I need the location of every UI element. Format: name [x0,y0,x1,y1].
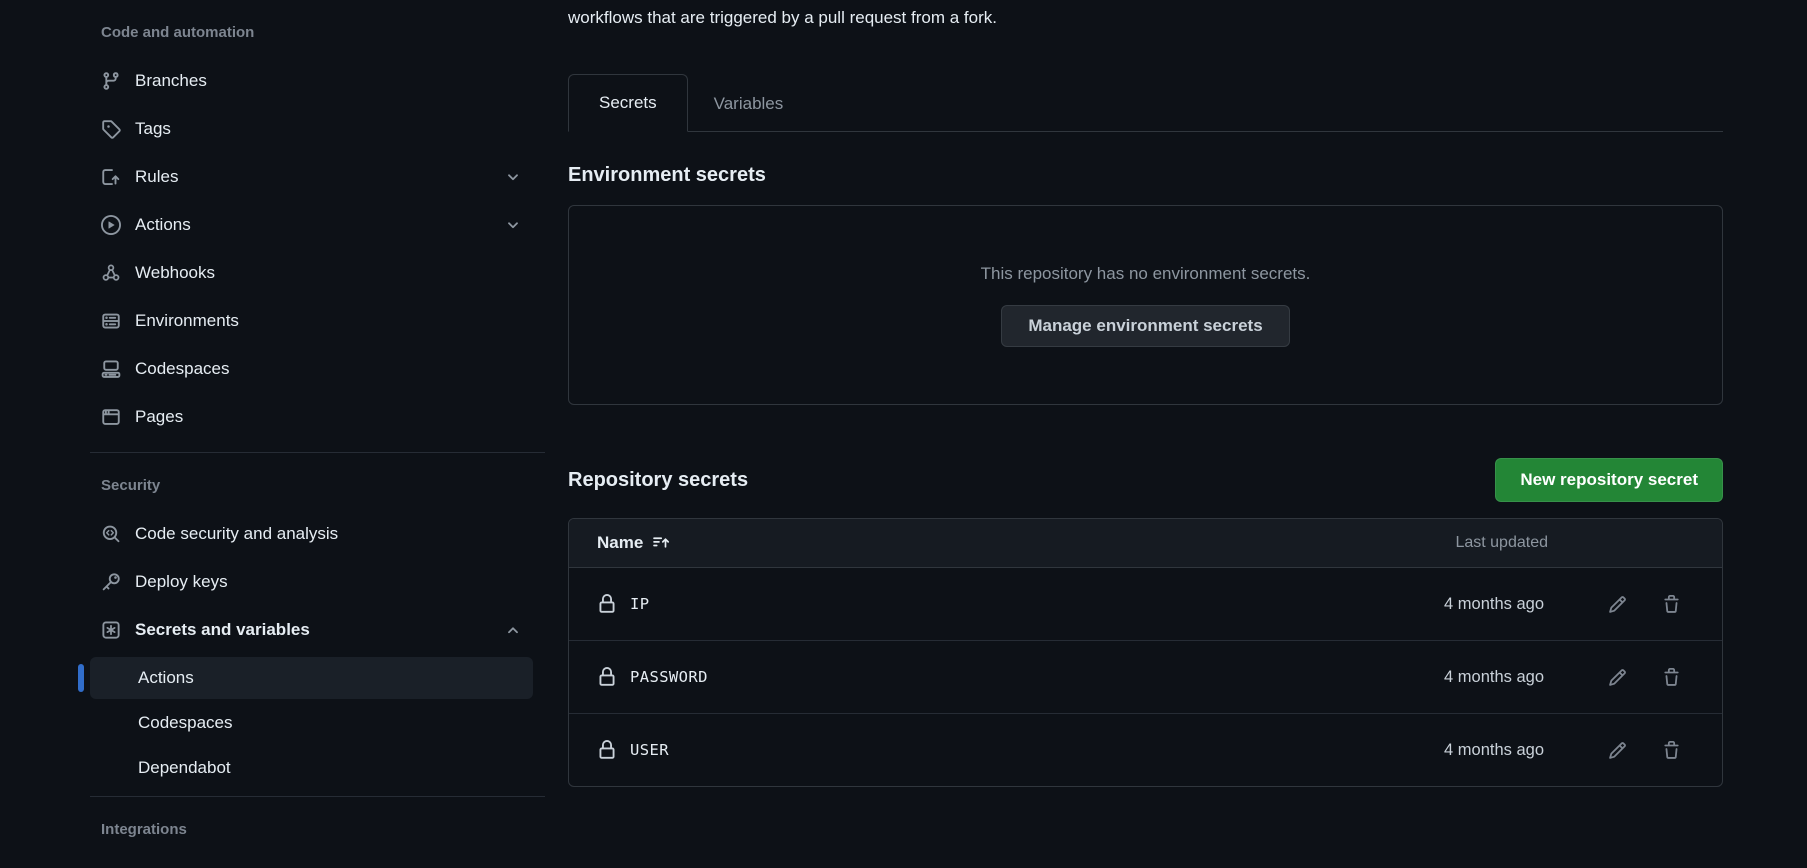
sidebar-item-label: Actions [135,215,191,234]
sidebar-item-label: Code security and analysis [135,524,339,543]
secret-last-updated: 4 months ago [1444,594,1544,613]
repository-secrets-heading: Repository secrets [568,468,749,491]
browser-icon [102,409,120,425]
pencil-icon [1608,668,1626,686]
git-branch-icon [103,72,119,90]
pencil-icon [1608,741,1626,759]
name-column-header: Name [597,533,644,552]
play-icon [101,215,121,235]
table-header-row: Name Last updated [569,519,1722,568]
sidebar-subitem-actions[interactable]: Actions [78,657,533,699]
repository-secrets-header-row: Repository secrets New repository secret [568,458,1723,502]
asterisk-box-icon [102,621,120,639]
sidebar-subitem-dependabot[interactable]: Dependabot [90,747,533,789]
chevron-down-icon [508,222,518,229]
sidebar-item-label: Pages [135,407,184,426]
page-description: workflows that are triggered by a pull r… [568,8,997,27]
edit-secret-button[interactable] [1601,734,1633,766]
key-icon [102,573,120,591]
sidebar-item-label: Webhooks [135,263,216,282]
environment-secrets-heading: Environment secrets [568,164,766,186]
trash-icon [1663,594,1679,613]
sidebar-item-rules[interactable]: Rules [90,153,533,201]
sidebar-item-codespaces[interactable]: Codespaces [90,345,533,393]
lock-icon [599,594,615,613]
sidebar-item-tags[interactable]: Tags [90,105,533,153]
edit-secret-button[interactable] [1601,588,1633,620]
delete-secret-button[interactable] [1655,734,1687,766]
secrets-and-variables-content: workflows that are triggered by a pull r… [568,0,1723,787]
tag-icon [102,120,121,139]
sidebar-item-environments[interactable]: Environments [90,297,533,345]
sidebar-divider [90,452,545,453]
lock-icon [599,667,615,686]
sidebar-item-webhooks[interactable]: Webhooks [90,249,533,297]
codescan-icon [102,525,120,543]
sidebar-item-actions[interactable]: Actions [90,201,533,249]
rules-icon [102,169,120,185]
chevron-down-icon [508,174,518,181]
secret-name: PASSWORD [630,668,708,686]
delete-secret-button[interactable] [1655,588,1687,620]
trash-icon [1663,667,1679,686]
sidebar-item-secrets-and-variables[interactable]: Secrets and variables [90,606,533,654]
secret-last-updated: 4 months ago [1444,667,1544,686]
secret-last-updated: 4 months ago [1444,740,1544,759]
codespaces-icon [101,360,121,378]
sidebar-section-header-code-and-automation: Code and automation [101,23,255,41]
sidebar-item-deploy-keys[interactable]: Deploy keys [90,558,533,606]
last-updated-column-header: Last updated [1455,534,1548,551]
environment-secrets-panel: This repository has no environment secre… [568,205,1723,405]
edit-secret-button[interactable] [1601,661,1633,693]
delete-secret-button[interactable] [1655,661,1687,693]
sidebar-item-branches[interactable]: Branches [90,57,533,105]
sidebar-section-header-integrations: Integrations [101,820,187,838]
name-column-sort-button[interactable]: Name [597,533,670,553]
trash-icon [1663,740,1679,759]
sidebar-divider [90,796,545,797]
secret-name: USER [630,741,669,759]
sidebar-item-label: Codespaces [138,713,233,732]
sidebar-item-label: Environments [135,311,239,330]
sidebar-item-label: Secrets and variables [135,620,310,639]
pencil-icon [1608,595,1626,613]
secrets-variables-tabnav: Secrets Variables [568,74,1723,132]
sort-ascending-icon [653,537,670,548]
sidebar-subitem-codespaces[interactable]: Codespaces [90,702,533,744]
repository-secrets-table: Name Last updated IP 4 months ago PASSWO… [568,518,1723,787]
manage-environment-secrets-button[interactable]: Manage environment secrets [1001,305,1290,347]
sidebar-item-code-security-and-analysis[interactable]: Code security and analysis [90,510,533,558]
webhook-icon [102,264,120,281]
sidebar-item-label: Dependabot [138,758,231,777]
tab-variables[interactable]: Variables [713,93,784,113]
sidebar-item-label: Tags [135,119,171,138]
empty-state-message: This repository has no environment secre… [980,264,1311,283]
settings-sidebar: Code and automation Branches Tags Rules … [78,0,545,854]
sidebar-item-label: Actions [138,668,194,687]
table-row: PASSWORD 4 months ago [569,640,1722,713]
table-row: IP 4 months ago [569,568,1722,640]
server-icon [102,313,120,329]
sidebar-section-header-security: Security [101,476,161,494]
sidebar-item-label: Codespaces [135,359,230,378]
table-row: USER 4 months ago [569,713,1722,786]
chevron-up-icon [508,627,518,634]
tab-secrets[interactable]: Secrets [568,74,688,132]
sidebar-item-label: Branches [135,71,207,90]
sidebar-item-label: Deploy keys [135,572,228,591]
sidebar-item-label: Rules [135,167,179,186]
new-repository-secret-button[interactable]: New repository secret [1495,458,1723,502]
secret-name: IP [630,595,650,613]
lock-icon [599,740,615,759]
sidebar-item-pages[interactable]: Pages [90,393,533,441]
